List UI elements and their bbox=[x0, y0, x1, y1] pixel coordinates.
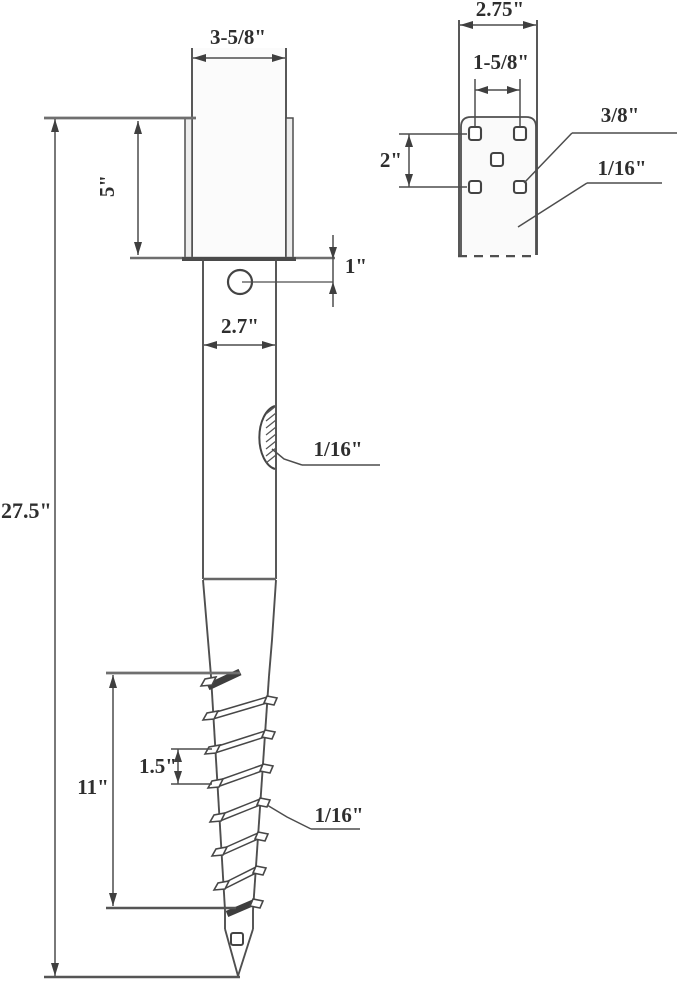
dim-bolt-spacing-h-label: 1-5/8" bbox=[473, 50, 529, 74]
weld-detail bbox=[258, 405, 277, 470]
dim-plate-thickness-label: 1/16" bbox=[598, 156, 647, 180]
dim-thread-pitch: 1.5" bbox=[139, 748, 212, 785]
dim-bolt-spacing-h: 1-5/8" bbox=[473, 50, 529, 126]
dim-shaft-width: 2.7" bbox=[204, 314, 275, 349]
dim-top-width-label: 2.75" bbox=[476, 0, 524, 21]
dim-weld-label: 1/16" bbox=[314, 437, 363, 461]
callout-plate-thickness: 1/16" bbox=[517, 156, 662, 228]
dim-overall-length-label: 27.5" bbox=[1, 498, 52, 523]
top-bolt-holes bbox=[467, 125, 528, 195]
drive-tip bbox=[224, 910, 254, 977]
top-view: 2.75" 1-5/8" 2" 3/8" bbox=[380, 0, 677, 258]
dim-post-width-label: 3-5/8" bbox=[210, 25, 266, 49]
dim-top-width: 2.75" bbox=[460, 0, 536, 29]
dim-helix-length-label: 11" bbox=[77, 775, 109, 799]
front-view: 3-5/8" 5" 1" 2.7" 1/16" bbox=[1, 25, 380, 979]
dim-post-width: 3-5/8" bbox=[193, 25, 285, 62]
dim-bolt-spacing-v-label: 2" bbox=[380, 148, 402, 172]
top-base-plate bbox=[460, 116, 537, 255]
bracket-bottom-plate bbox=[130, 256, 335, 261]
dim-bolt-spacing-v: 2" bbox=[380, 133, 467, 188]
dim-hole-size-label: 3/8" bbox=[601, 103, 640, 127]
dim-shaft-width-label: 2.7" bbox=[221, 314, 259, 338]
dim-blade-thickness-label: 1/16" bbox=[315, 803, 364, 827]
callout-blade-thickness: 1/16" bbox=[266, 803, 364, 830]
dim-overall-length: 27.5" bbox=[1, 116, 240, 979]
callout-hole-size: 3/8" bbox=[523, 103, 677, 184]
dim-bracket-height: 5" bbox=[95, 121, 142, 255]
top-outer-profile bbox=[458, 20, 538, 258]
helix-thread bbox=[199, 668, 279, 917]
shaft-bolt-hole bbox=[226, 268, 333, 296]
post-outline bbox=[191, 48, 287, 258]
dim-bracket-height-label: 5" bbox=[95, 175, 119, 197]
dim-thread-pitch-label: 1.5" bbox=[139, 754, 177, 778]
dim-helix-length: 11" bbox=[77, 671, 240, 910]
callout-weld: 1/16" bbox=[271, 437, 380, 466]
dim-hole-offset: 1" bbox=[329, 235, 367, 307]
dim-hole-offset-label: 1" bbox=[345, 254, 367, 278]
